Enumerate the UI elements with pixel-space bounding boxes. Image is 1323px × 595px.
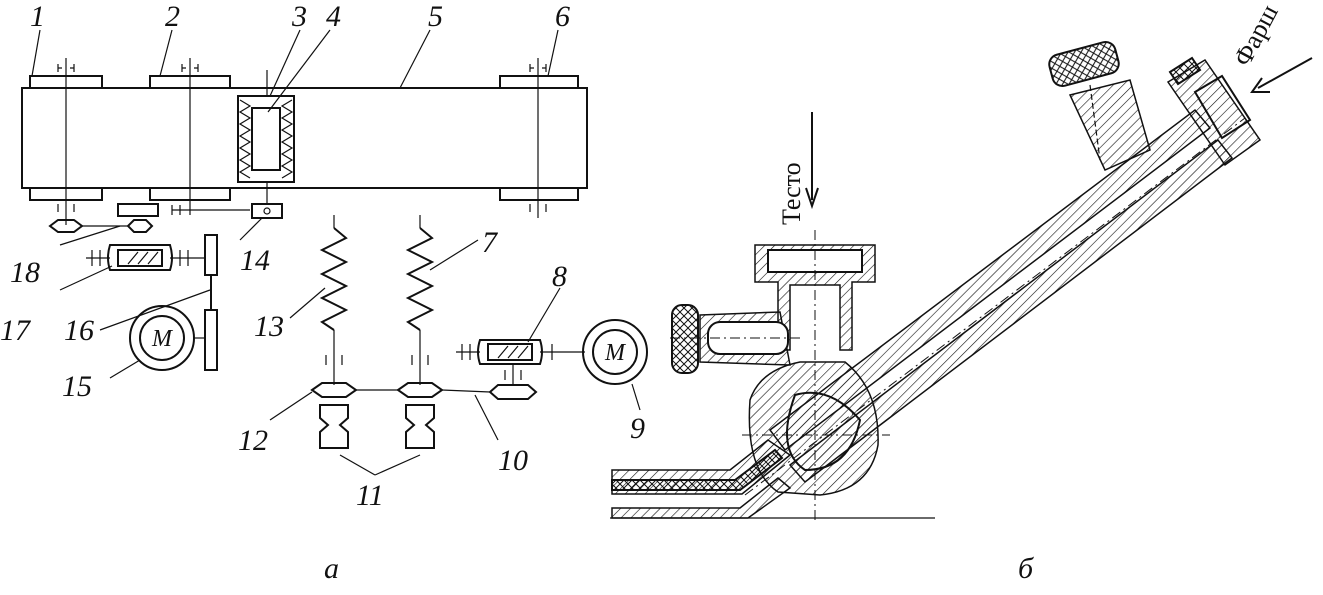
- part-number-13: 13: [254, 310, 284, 343]
- caption-a: а: [324, 552, 339, 585]
- sprocket-10: [488, 384, 538, 400]
- dough-inlet: [754, 230, 876, 520]
- motor-15-label: M: [151, 326, 174, 352]
- scheme-b: Тесто Фарш: [610, 0, 1313, 585]
- drum-6-top: [499, 75, 579, 89]
- part-number-12: 12: [238, 424, 268, 457]
- pulley-16-bottom: [204, 309, 218, 371]
- drum-6-bottom: [499, 187, 579, 201]
- part-number-18: 18: [10, 256, 40, 289]
- filling-label: Фарш: [1228, 0, 1284, 71]
- part-number-14: 14: [240, 244, 270, 277]
- spring-7: [405, 227, 435, 331]
- part-number-16: 16: [64, 314, 94, 347]
- gearbox-17: [107, 244, 173, 271]
- part-number-11: 11: [356, 479, 384, 512]
- scheme-a: M M: [0, 0, 648, 585]
- part-number-2: 2: [165, 0, 180, 33]
- part-number-3: 3: [291, 0, 307, 33]
- part-number-4: 4: [326, 0, 341, 33]
- motor-9: [582, 319, 648, 385]
- sprocket-12-left: [310, 382, 358, 398]
- caption-b: б: [1018, 552, 1034, 585]
- part-number-7: 7: [482, 226, 499, 259]
- gearbox-8: [477, 339, 543, 365]
- part-number-9: 9: [630, 412, 645, 445]
- spring-13: [319, 227, 349, 331]
- part-number-17: 17: [0, 314, 32, 347]
- pulley-16-top: [204, 234, 218, 276]
- part-number-10: 10: [498, 444, 528, 477]
- part-number-6: 6: [555, 0, 570, 33]
- cams-11: [319, 404, 435, 449]
- element-14-block: [251, 203, 283, 219]
- part-number-1: 1: [30, 0, 45, 33]
- filling-knob: [1048, 40, 1151, 171]
- part-number-15: 15: [62, 370, 92, 403]
- outlet-pipe: [611, 439, 792, 519]
- motor-9-label: M: [604, 340, 627, 366]
- dough-label: Тесто: [777, 162, 806, 225]
- sprocket-12-right: [396, 382, 444, 398]
- leader-lines: [31, 29, 641, 476]
- tube-flange: [1166, 56, 1262, 167]
- conveyor-belt: [21, 87, 588, 189]
- part-number-8: 8: [552, 260, 567, 293]
- part-number-5: 5: [428, 0, 443, 33]
- forming-insert-4: [251, 107, 281, 171]
- dough-knob: [670, 304, 800, 374]
